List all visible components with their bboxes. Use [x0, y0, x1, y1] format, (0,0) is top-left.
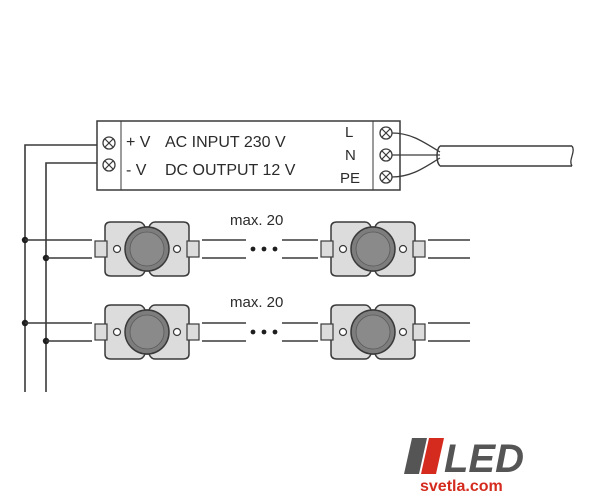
terminal-screw-plus — [102, 136, 116, 150]
module-row-2: max. 20 — [25, 294, 470, 360]
led-module-last — [320, 304, 426, 360]
bus-wire-plus — [24, 144, 97, 392]
label-minus-v: - V — [126, 162, 147, 179]
mains-cable — [391, 132, 574, 178]
mains-cable-jacket — [436, 145, 572, 167]
left-bus-wires — [24, 144, 97, 392]
led-module-first — [94, 304, 200, 360]
logo-brand-text: LED — [444, 437, 524, 481]
max-count-label: max. 20 — [230, 212, 283, 229]
terminal-screw-minus — [102, 158, 116, 172]
label-plus-v: + V — [126, 134, 151, 151]
logo-mark — [404, 438, 444, 474]
driver-unit: + V - V AC INPUT 230 V DC OUTPUT 12 V L … — [96, 120, 401, 191]
terminal-screw-pe — [379, 170, 393, 184]
mains-cable-end — [570, 145, 574, 167]
label-terminal-pe: PE — [340, 170, 360, 187]
led-module-first — [94, 221, 200, 277]
led-module-last — [320, 221, 426, 277]
bus-wire-minus — [45, 162, 97, 392]
terminal-screw-n — [379, 148, 393, 162]
brand-logo: LED svetla.com — [404, 437, 524, 495]
continuation-dots — [250, 246, 278, 252]
label-dc-output: DC OUTPUT 12 V — [165, 162, 296, 179]
label-terminal-n: N — [345, 147, 356, 164]
mains-wire-pe — [391, 157, 441, 178]
junction-dots — [21, 236, 50, 345]
terminal-screw-l — [379, 126, 393, 140]
logo-domain-text: svetla.com — [420, 478, 503, 495]
mains-wire-l — [391, 132, 441, 153]
label-terminal-l: L — [345, 124, 353, 141]
module-row-1: max. 20 — [25, 212, 470, 277]
max-count-label: max. 20 — [230, 294, 283, 311]
label-ac-input: AC INPUT 230 V — [165, 134, 286, 151]
continuation-dots — [250, 329, 278, 335]
